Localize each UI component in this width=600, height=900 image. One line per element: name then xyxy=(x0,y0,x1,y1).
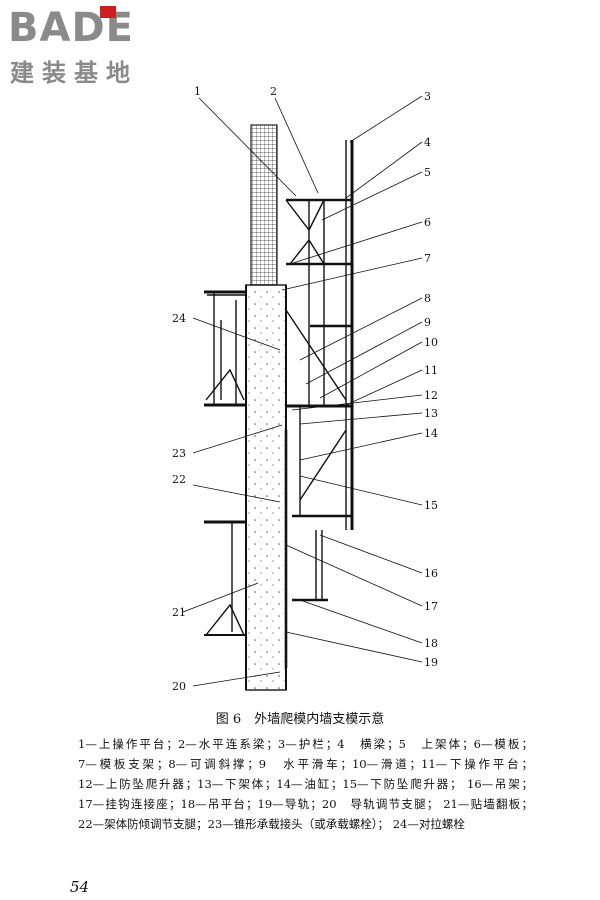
callout-16: 16 xyxy=(424,567,438,580)
legend-item: 12—上防坠爬升器； xyxy=(78,777,198,791)
callout-23: 23 xyxy=(172,447,186,460)
legend-item: 17—挂钩连接座； xyxy=(78,797,181,811)
callout-17: 17 xyxy=(424,600,438,613)
legend-item: 16—吊架； xyxy=(467,777,534,791)
legend-item: 20 导轨调节支腿； xyxy=(321,797,439,811)
callout-18: 18 xyxy=(424,637,438,650)
logo-badge-mark xyxy=(100,6,116,18)
callout-5: 5 xyxy=(424,166,431,179)
legend-item: 24—对拉螺栓 xyxy=(392,817,465,831)
callout-14: 14 xyxy=(424,427,438,440)
leader-lines xyxy=(182,95,423,687)
legend-item: 18—吊平台； xyxy=(180,797,258,811)
callout-7: 7 xyxy=(424,252,431,265)
legend-item: 14—油缸； xyxy=(276,777,343,791)
figure-legend: 1—上操作平台；2—水平连系梁；3—护栏；4 横梁；5 上架体；6—模板； 7—… xyxy=(78,734,533,834)
outer-climbing-frame xyxy=(284,140,354,668)
climbing-formwork-diagram: 1 2 3 4 5 6 7 8 9 10 11 12 13 14 15 16 1… xyxy=(172,85,438,693)
legend-item: 22—架体防倾调节支腿； xyxy=(78,817,208,831)
callout-9: 9 xyxy=(424,316,431,329)
callout-11: 11 xyxy=(424,364,438,377)
callout-2: 2 xyxy=(270,85,277,98)
logo-subtitle: 建装基地 xyxy=(10,59,138,87)
page-number: 54 xyxy=(70,878,90,896)
callout-1: 1 xyxy=(194,85,201,98)
callout-13: 13 xyxy=(424,407,438,420)
callout-4: 4 xyxy=(424,136,431,149)
legend-item: 6—模板； xyxy=(473,737,533,751)
callout-20: 20 xyxy=(172,680,186,693)
callout-10: 10 xyxy=(424,336,438,349)
concrete-wall xyxy=(245,124,287,691)
legend-item: 3—护栏； xyxy=(277,737,338,751)
callout-24: 24 xyxy=(172,312,186,325)
callout-6: 6 xyxy=(424,216,431,229)
legend-item: 10—滑道； xyxy=(351,757,421,771)
legend-item: 11—下操作平台； xyxy=(421,757,533,771)
callout-19: 19 xyxy=(424,656,438,669)
legend-item: 5 上架体； xyxy=(398,737,474,751)
legend-item: 4 横梁； xyxy=(337,737,399,751)
callout-8: 8 xyxy=(424,292,431,305)
legend-item: 9 水平滑车； xyxy=(258,757,352,771)
callout-labels: 1 2 3 4 5 6 7 8 9 10 11 12 13 14 15 16 1… xyxy=(172,85,438,693)
legend-item: 23—锥形承载接头（或承载螺栓）； xyxy=(207,817,390,831)
callout-15: 15 xyxy=(424,499,438,512)
callout-21: 21 xyxy=(172,606,186,619)
legend-item: 19—导轨； xyxy=(257,797,322,811)
legend-item: 15—下防坠爬升器； xyxy=(342,777,462,791)
logo: BADE 建装基地 xyxy=(8,6,188,96)
inner-formwork-platforms xyxy=(204,290,246,636)
legend-item: 21—贴墙翻板； xyxy=(443,797,533,811)
figure-caption: 图 6 外墙爬模内墙支模示意 xyxy=(215,712,385,727)
legend-item: 2—水平连系梁； xyxy=(177,737,278,751)
legend-item: 13—下架体； xyxy=(197,777,277,791)
callout-3: 3 xyxy=(424,90,431,103)
callout-12: 12 xyxy=(424,389,438,402)
legend-item: 1—上操作平台； xyxy=(78,737,178,751)
legend-item: 8—可调斜撑； xyxy=(168,757,259,771)
callout-22: 22 xyxy=(172,473,186,486)
legend-item: 7—模板支架； xyxy=(78,757,169,771)
